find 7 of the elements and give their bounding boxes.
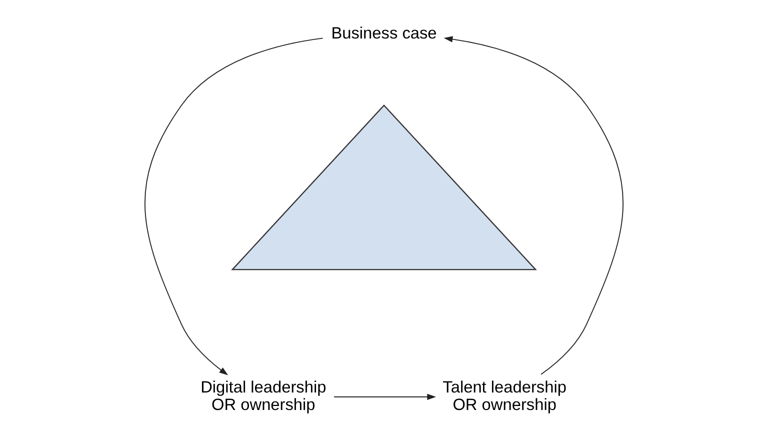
arrow [334, 394, 436, 400]
node-triangle [231, 104, 537, 270]
node-text: Talent leadership OR ownership [442, 378, 566, 414]
node-text: Digital leadership OR ownership [200, 378, 326, 414]
arrow [144, 38, 324, 376]
arrow [444, 36, 624, 375]
node-text: Business case [331, 24, 437, 42]
